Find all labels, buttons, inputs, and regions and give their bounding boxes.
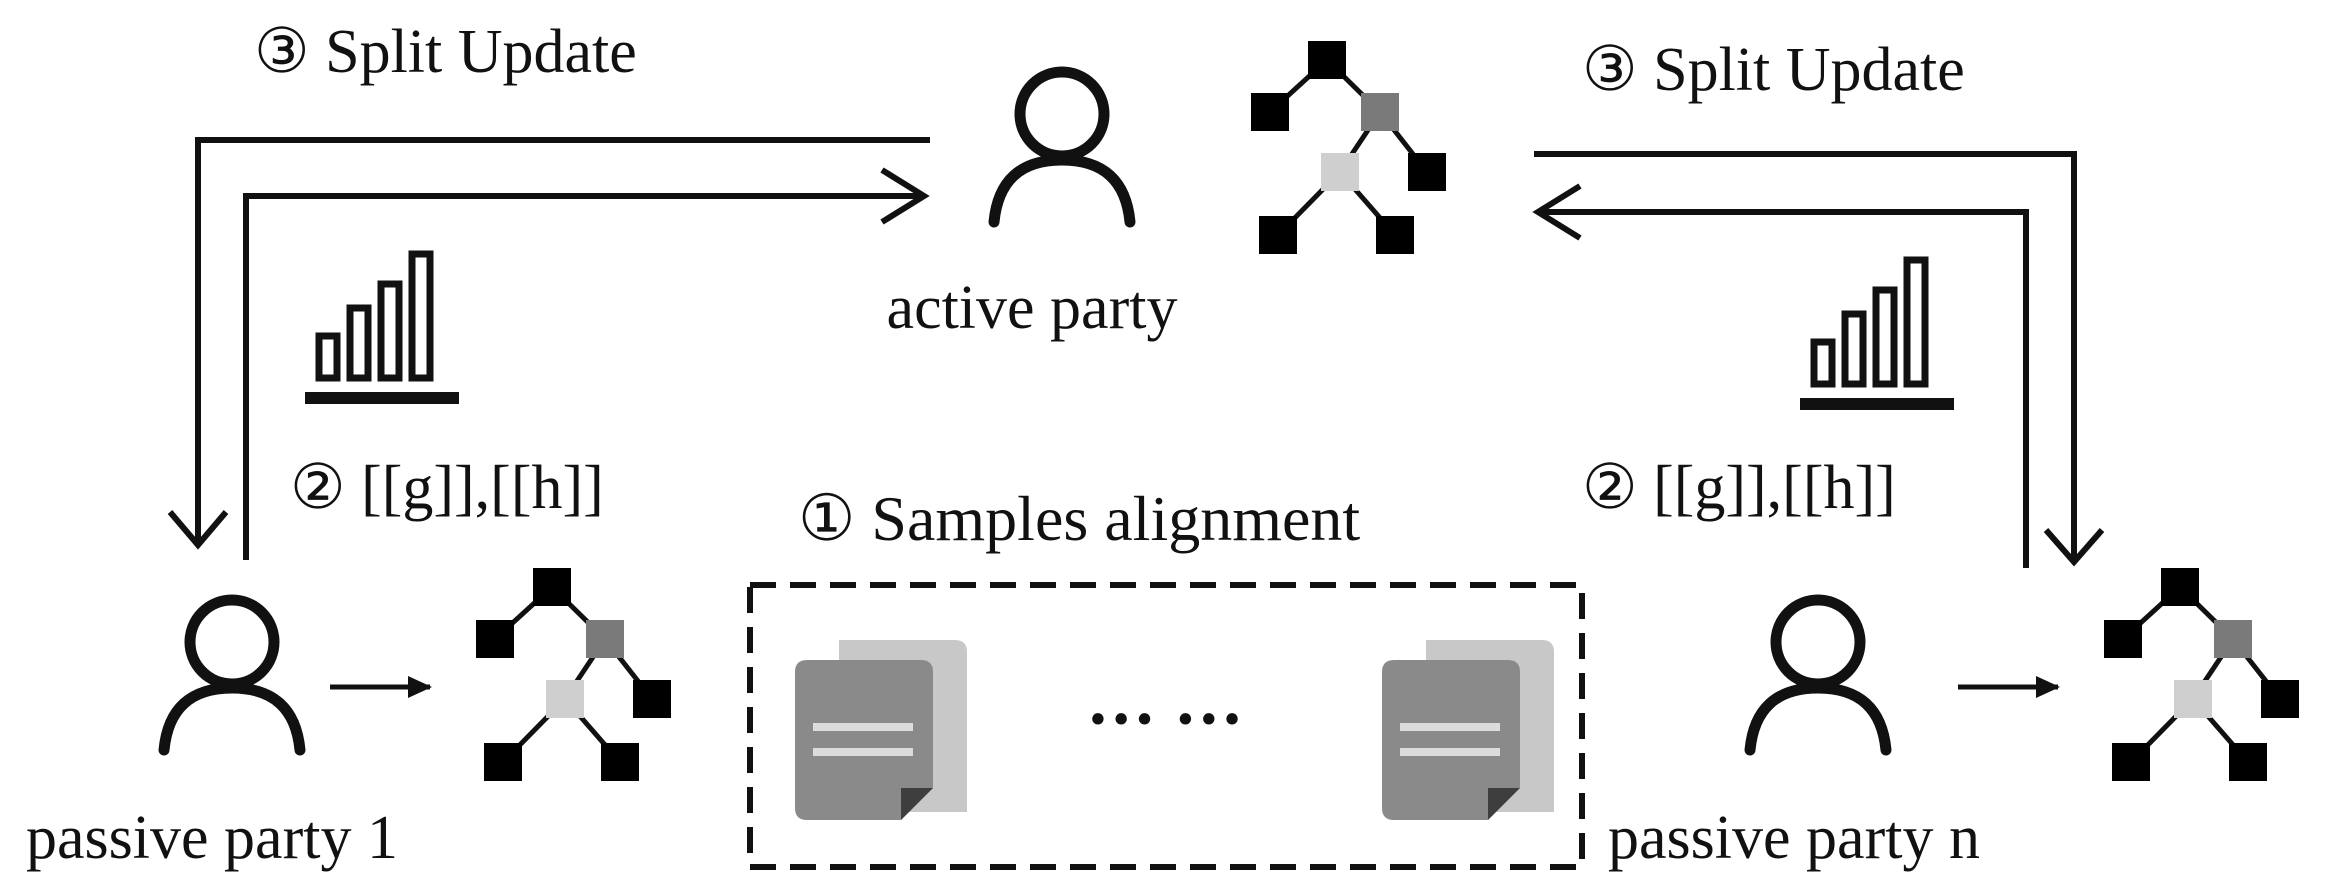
gradient-upload-arrow-left xyxy=(243,170,924,560)
encrypted-gradients-left-label: ② [[g]],[[h]] xyxy=(290,454,604,522)
passive-party-1-arrow xyxy=(330,676,432,698)
gradient-statistics-left-bar-chart-icon xyxy=(305,254,459,404)
passive-party-1-label: passive party 1 xyxy=(26,804,398,872)
sample-document-left-icon xyxy=(795,640,967,820)
gradient-upload-arrow-right xyxy=(1532,183,2029,568)
active-party-person-icon xyxy=(994,72,1130,222)
split-update-arrow-right xyxy=(1534,151,2105,567)
samples-alignment-label: ① Samples alignment xyxy=(798,483,1360,554)
gradient-statistics-right-bar-chart-icon xyxy=(1800,260,1954,410)
passive-party-n: passive party n xyxy=(1608,600,1980,872)
samples-ellipsis: ··· ··· xyxy=(1086,681,1244,758)
split-update-right-label: ③ Split Update xyxy=(1582,36,1965,104)
passive-party-1-decision-tree-icon xyxy=(476,568,671,781)
passive-party-n-decision-tree-icon xyxy=(2104,568,2299,781)
sample-document-right-icon xyxy=(1382,640,1554,820)
active-party: active party xyxy=(887,72,1178,342)
passive-party-n-label: passive party n xyxy=(1608,804,1980,872)
split-update-arrow-left xyxy=(167,137,930,550)
passive-party-1-person-icon xyxy=(164,600,300,750)
passive-party-n-arrow xyxy=(1958,676,2060,698)
encrypted-gradients-right-label: ② [[g]],[[h]] xyxy=(1582,454,1896,522)
active-party-decision-tree-icon xyxy=(1251,41,1446,254)
split-update-left-label: ③ Split Update xyxy=(254,18,637,86)
active-party-label: active party xyxy=(887,274,1178,342)
passive-party-n-person-icon xyxy=(1750,600,1886,750)
samples-alignment-box xyxy=(747,582,1585,870)
passive-party-1: passive party 1 xyxy=(26,600,398,872)
